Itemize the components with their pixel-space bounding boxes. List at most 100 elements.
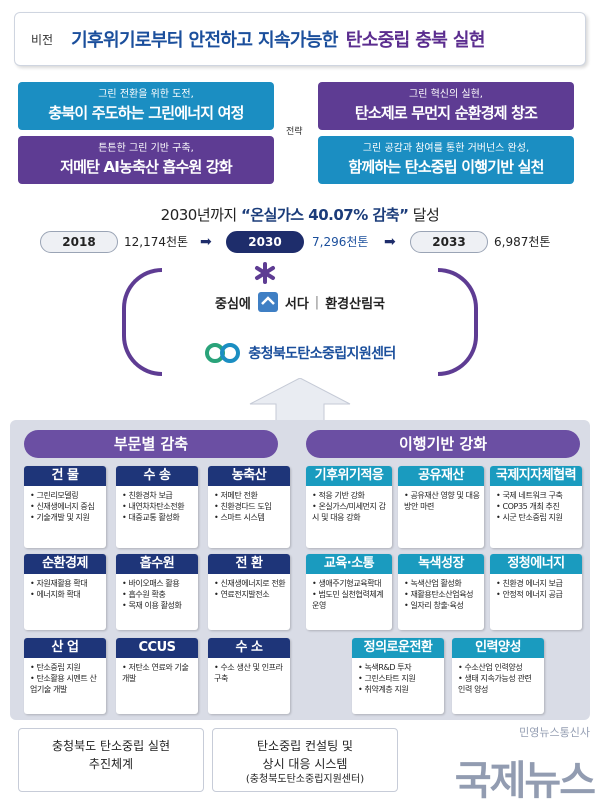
card-item: 바이오매스 활용 bbox=[122, 578, 194, 589]
card-transport: 수 송 친환경차 보급내연차차탄소전환대중교통 활성화 bbox=[116, 466, 198, 548]
strategy-sub: 그린 공감과 참여를 통한 거버넌스 완성, bbox=[362, 143, 530, 154]
card-title: CCUS bbox=[116, 638, 198, 658]
card-title: 전 환 bbox=[208, 554, 290, 574]
card-item: 신재생에너지로 전환 bbox=[214, 578, 286, 589]
timeline-value-2018: 12,174천톤 bbox=[124, 235, 189, 249]
watermark-small: 민영뉴스통신사 bbox=[519, 726, 590, 739]
card-item: 그린스타트 지원 bbox=[358, 673, 440, 684]
card-building: 건 물 그린리모델링신재생에너지 중심기술개발 및 지원 bbox=[24, 466, 106, 548]
card-item: 국제 네트워크 구축 bbox=[496, 490, 578, 501]
card-item: COP35 개최 추진 bbox=[496, 501, 578, 512]
card-agriculture: 농축산 저메탄 전환친환경다드 도입스마트 시스템 bbox=[208, 466, 290, 548]
slogan-post: 서다 bbox=[284, 296, 309, 312]
card-transition: 전 환 신재생에너지로 전환연료전지발전소 bbox=[208, 554, 290, 630]
center-name-row: 충청북도탄소중립지원센터 bbox=[170, 338, 430, 368]
card-title: 녹색성장 bbox=[398, 554, 484, 574]
arrow-up-icon bbox=[249, 378, 351, 424]
card-title: 수 송 bbox=[116, 466, 198, 486]
card-item: 생태 지속가능성 관련 인력 양성 bbox=[458, 673, 540, 695]
card-item: 취약계층 지원 bbox=[358, 684, 440, 695]
arrow-right-icon: ➡ bbox=[200, 234, 212, 250]
card-sink: 흡수원 바이오매스 활용흡수원 확충목재 이용 활성화 bbox=[116, 554, 198, 630]
card-title: 농축산 bbox=[208, 466, 290, 486]
card-item: 내연차차탄소전환 bbox=[122, 501, 194, 512]
strategy-3: 튼튼한 그린 기반 구축, 저메탄 AI농축산 흡수원 강화 bbox=[18, 136, 274, 184]
card-title: 국제지자체협력 bbox=[490, 466, 582, 486]
bracket-left bbox=[122, 268, 162, 376]
strategy-2: 그린 혁신의 실현, 탄소제로 무먼지 순환경제 창조 bbox=[318, 82, 574, 130]
card-item: 온실가스/미세먼지 감시 및 대응 강화 bbox=[312, 501, 388, 523]
card-item: 자원재활용 확대 bbox=[30, 578, 102, 589]
bracket-right bbox=[438, 268, 478, 376]
strategy-sub: 그린 전환을 위한 도전, bbox=[98, 89, 194, 100]
card-title: 기후위기적응 bbox=[306, 466, 392, 486]
vision-accent-text: 탄소중립 충북 실현 bbox=[345, 30, 486, 51]
card-item: 친환경차 보급 bbox=[122, 490, 194, 501]
goal-line: 2030년까지 “온실가스 40.07% 감축” 달성 bbox=[0, 204, 600, 225]
card-item: 기술개발 및 지원 bbox=[30, 512, 102, 523]
bottom-line: (충청북도탄소중립지원센터) bbox=[245, 774, 365, 785]
bottom-line: 추진체계 bbox=[88, 757, 134, 771]
card-title: 인력양성 bbox=[452, 638, 544, 658]
card-item: 친환경다드 도입 bbox=[214, 501, 286, 512]
card-item: 일자리 창출·육성 bbox=[404, 600, 480, 611]
card-clean-energy: 정청에너지 친환경 에너지 보급안정적 에너지 공급 bbox=[490, 554, 582, 630]
strategy-title: 저메탄 AI농축산 흡수원 강화 bbox=[60, 158, 233, 176]
card-item: 친환경 에너지 보급 bbox=[496, 578, 578, 589]
card-title: 순환경제 bbox=[24, 554, 106, 574]
right-section-title: 이행기반 강화 bbox=[306, 430, 580, 458]
timeline-year-2018: 2018 bbox=[40, 231, 118, 253]
timeline-value-2033: 6,987천톤 bbox=[494, 235, 551, 249]
vision-main-text: 기후위기로부터 안전하고 지속가능한 bbox=[71, 30, 338, 51]
card-item: 수소 생산 및 인프라 구축 bbox=[214, 662, 286, 684]
card-title: 건 물 bbox=[24, 466, 106, 486]
card-item: 그린리모델링 bbox=[30, 490, 102, 501]
card-item: 안정적 에너지 공급 bbox=[496, 589, 578, 600]
slogan-pre: 중심에 bbox=[214, 296, 251, 312]
strategy-label: 전략 bbox=[286, 127, 303, 137]
card-intl-cooperation: 국제지자체협력 국제 네트워크 구축COP35 개최 추진시군 탄소중립 지원 bbox=[490, 466, 582, 548]
card-green-growth: 녹색성장 녹색산업 활성화재활용탄소산업육성일자리 창출·육성 bbox=[398, 554, 484, 630]
timeline-year-2030: 2030 bbox=[226, 231, 304, 253]
card-item: 생애주기형교육확대 bbox=[312, 578, 388, 589]
bottom-line: 상시 대응 시스템 bbox=[262, 757, 348, 771]
strategy-sub: 튼튼한 그린 기반 구축, bbox=[98, 143, 194, 154]
vision-tag: 비전 bbox=[31, 32, 54, 47]
house-logo-icon bbox=[257, 292, 278, 312]
strategy-title: 탄소제로 무먼지 순환경제 창조 bbox=[354, 104, 538, 122]
card-title: 교육·소통 bbox=[306, 554, 392, 574]
card-adaptation: 기후위기적응 적응 기반 강화온실가스/미세먼지 감시 및 대응 강화 bbox=[306, 466, 392, 548]
card-education: 교육·소통 생애주기형교육확대범도민 실천협력체계 운영 bbox=[306, 554, 392, 630]
card-just-transition: 정의로운전환 녹색R&D 투자그린스타트 지원취약계층 지원 bbox=[352, 638, 444, 714]
card-circular: 순환경제 자원재활용 확대에너지화 확대 bbox=[24, 554, 106, 630]
card-item: 시군 탄소중립 지원 bbox=[496, 512, 578, 523]
center-logo-icon bbox=[205, 343, 241, 363]
card-item: 녹색산업 활성화 bbox=[404, 578, 480, 589]
card-title: 정의로운전환 bbox=[352, 638, 444, 658]
card-item: 목재 이용 활성화 bbox=[122, 600, 194, 611]
card-item: 녹색R&D 투자 bbox=[358, 662, 440, 673]
center-name: 충청북도탄소중립지원센터 bbox=[248, 346, 396, 362]
card-hydrogen: 수 소 수소 생산 및 인프라 구축 bbox=[208, 638, 290, 714]
card-title: 공유재산 bbox=[398, 466, 484, 486]
card-public-assets: 공유재산 공유재산 영향 및 대응방안 마련 bbox=[398, 466, 484, 548]
card-item: 저메탄 전환 bbox=[214, 490, 286, 501]
card-title: 산 업 bbox=[24, 638, 106, 658]
timeline-year-2033: 2033 bbox=[410, 231, 488, 253]
card-title: 정청에너지 bbox=[490, 554, 582, 574]
card-item: 탄소활용 시멘트 산업기술 개발 bbox=[30, 673, 102, 695]
card-workforce: 인력양성 수소산업 인력양성생태 지속가능성 관련 인력 양성 bbox=[452, 638, 544, 714]
card-item: 공유재산 영향 및 대응방안 마련 bbox=[404, 490, 480, 512]
strategy-title: 충북이 주도하는 그린에너지 여정 bbox=[48, 104, 244, 122]
goal-highlight: “온실가스 40.07% 감축” bbox=[241, 206, 409, 224]
goal-pre: 2030년까지 bbox=[160, 206, 238, 224]
strategy-sub: 그린 혁신의 실현, bbox=[409, 89, 483, 100]
goal-post: 달성 bbox=[412, 206, 440, 224]
card-item: 적응 기반 강화 bbox=[312, 490, 388, 501]
card-ccus: CCUS 저탄소 연료와 기술 개발 bbox=[116, 638, 198, 714]
card-item: 탄소중립 지원 bbox=[30, 662, 102, 673]
card-item: 연료전지발전소 bbox=[214, 589, 286, 600]
card-industry: 산 업 탄소중립 지원탄소활용 시멘트 산업기술 개발 bbox=[24, 638, 106, 714]
card-item: 저탄소 연료와 기술 개발 bbox=[122, 662, 194, 684]
card-item: 재활용탄소산업육성 bbox=[404, 589, 480, 600]
